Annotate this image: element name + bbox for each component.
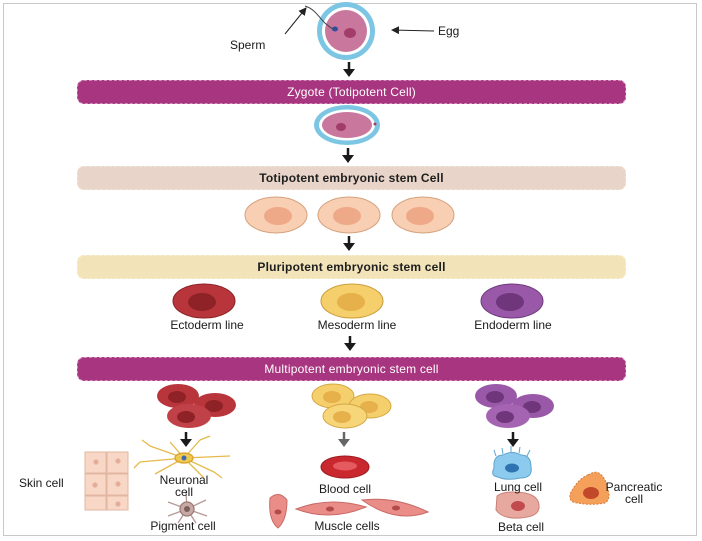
label-lung-cell: Lung cell: [493, 480, 543, 494]
arrow-ectoderm-to-cells: [180, 432, 192, 447]
label-skin-cell: Skin cell: [19, 476, 64, 490]
arrow-pluripotent-to-multipotent: [344, 336, 356, 351]
egg-with-sperm-illustration: [304, 2, 375, 60]
egg-pointer: [391, 26, 435, 35]
label-sperm: Sperm: [230, 38, 266, 52]
flow-arrows: [180, 62, 519, 447]
totipotent-cells: [244, 196, 455, 234]
arrow-egg-to-zygote: [343, 62, 355, 77]
beta-cell-illustration: [495, 491, 540, 519]
stage-band-totipotent: Totipotent embryonic stem Cell: [77, 166, 626, 190]
blood-cell-illustration: [320, 455, 370, 479]
label-mesoderm-line: Mesoderm line: [317, 318, 397, 332]
neuronal-cell-illustration: [133, 435, 231, 479]
skin-cell-illustration: [84, 451, 129, 511]
arrow-mesoderm-to-cells: [338, 432, 350, 447]
label-pigment-cell: Pigment cell: [150, 519, 216, 533]
arrow-totipotent-to-pluripotent: [343, 236, 355, 251]
endoderm-cell: [480, 283, 544, 319]
ectoderm-cluster: [157, 384, 236, 428]
label-ectoderm-line: Ectoderm line: [170, 318, 244, 332]
stage-band-pluripotent: Pluripotent embryonic stem cell: [77, 255, 626, 279]
ectoderm-cell: [172, 283, 236, 319]
label-endoderm-line: Endoderm line: [474, 318, 552, 332]
label-muscle-cells: Muscle cells: [314, 519, 380, 533]
arrow-endoderm-to-cells: [507, 432, 519, 447]
muscle-cells-illustration: [269, 494, 430, 529]
mesoderm-cluster: [311, 383, 392, 429]
label-egg: Egg: [438, 24, 460, 38]
mesoderm-cell: [320, 283, 384, 319]
stage-band-multipotent: Multipotent embryonic stem cell: [77, 357, 626, 381]
endoderm-cluster: [475, 384, 554, 428]
zygote-illustration: [314, 105, 380, 145]
stage-band-zygote: Zygote (Totipotent Cell): [77, 80, 626, 104]
sperm-pointer: [284, 7, 307, 35]
label-blood-cell: Blood cell: [318, 482, 372, 496]
lung-cell-illustration: [492, 446, 532, 480]
label-neuronal-cell: Neuronal cell: [159, 473, 209, 499]
pigment-cell-illustration: [167, 491, 208, 524]
label-beta-cell: Beta cell: [497, 520, 545, 534]
label-pancreatic-cell: Pancreatic cell: [605, 480, 663, 506]
arrow-zygote-to-totipotent: [342, 148, 354, 163]
pancreatic-cell-illustration: [569, 471, 610, 505]
